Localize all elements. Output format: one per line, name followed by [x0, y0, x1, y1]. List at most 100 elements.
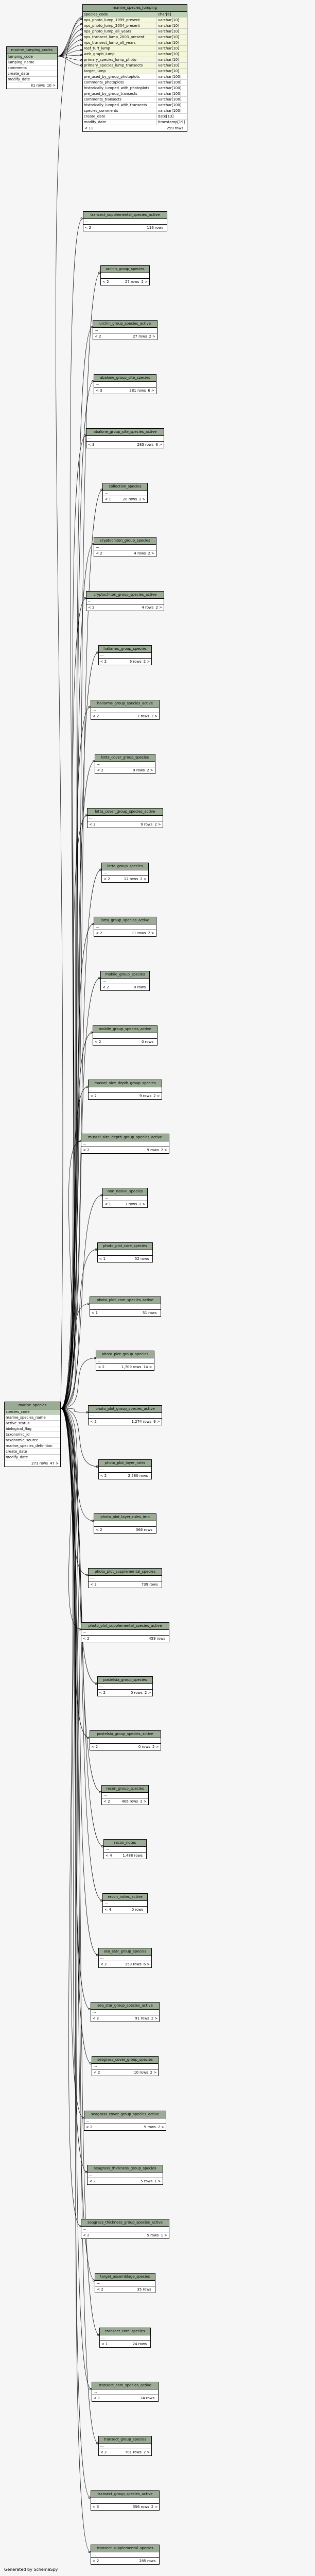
relationship-edge [60, 1358, 96, 1409]
child-table[interactable]: transect_supplemental_species_active...<… [82, 211, 168, 231]
column-type: varchar[10] [156, 23, 187, 28]
column-name: species_comments [84, 109, 118, 113]
relationship-end-marker [79, 2225, 81, 2228]
table-title: photo_plot_core_species [97, 1242, 153, 1250]
column-type: varchar[100] [156, 80, 187, 85]
column-row: species_code [5, 1409, 60, 1415]
relationship-end-marker [100, 1899, 103, 1902]
column-name: create_date [84, 114, 106, 119]
relationship-edge [60, 1408, 94, 1521]
row-count: 2,580 rows [128, 1473, 148, 1478]
column-row: taxonomic_source [5, 1438, 60, 1443]
table-title: urchin_group_species [101, 266, 149, 274]
ellipsis-row: ... [90, 1738, 161, 1744]
child-table[interactable]: photo_plot_supplemental_species_active..… [81, 1622, 169, 1642]
relationship-end-marker [89, 2062, 92, 2065]
relationship-edge [60, 1408, 89, 1412]
child-table[interactable]: seagrass_cover_group_species_active...< … [83, 2110, 167, 2131]
relationship-end-marker [96, 1466, 98, 1468]
ellipsis-row: ... [84, 2118, 166, 2124]
row-count: 27 rows [132, 334, 147, 339]
child-table[interactable]: mussel_size_depth_group_species_active..… [81, 1134, 169, 1154]
parent-count: < 2 [103, 1799, 110, 1804]
relationship-end-marker [101, 1845, 103, 1848]
relationship-edge [60, 381, 94, 1409]
parent-count: < 2 [94, 1039, 101, 1044]
table-title: abalone_group_site_species [94, 374, 156, 382]
table-title: urchin_group_species_active [93, 320, 157, 328]
child-count: 2 > [149, 334, 156, 339]
child-count: 9 > [153, 1419, 160, 1424]
table-title: recon_group_species [102, 1785, 148, 1793]
child-table[interactable]: seagrass_thickness_group_species_active.… [81, 2219, 169, 2240]
table-title: non_native_species [103, 1188, 147, 1196]
parent-count: < 2 [83, 1636, 90, 1641]
relationship-end-marker [98, 272, 100, 274]
parent-count: < 3 [92, 2504, 99, 2509]
relationship-end-marker [88, 705, 91, 708]
parent-count: < 2 [93, 2070, 100, 2075]
relationship-end-marker [95, 1682, 97, 1685]
relationship-end-marker [92, 380, 94, 382]
relationship-end-marker [92, 922, 94, 925]
relationship-end-marker [95, 1248, 97, 1251]
ellipsis-row: ... [91, 2552, 160, 2558]
parent-count: < 2 [89, 2179, 96, 2183]
column-name: active_status [6, 1421, 30, 1425]
relationship-end-marker [89, 2388, 92, 2390]
table-title: lotta_group_species_active [94, 917, 156, 924]
table-title: target_assemblage_species [95, 2274, 155, 2281]
table-title: sea_star_group_species [98, 1948, 152, 1956]
column-name: marine_species_definition [6, 1444, 52, 1448]
